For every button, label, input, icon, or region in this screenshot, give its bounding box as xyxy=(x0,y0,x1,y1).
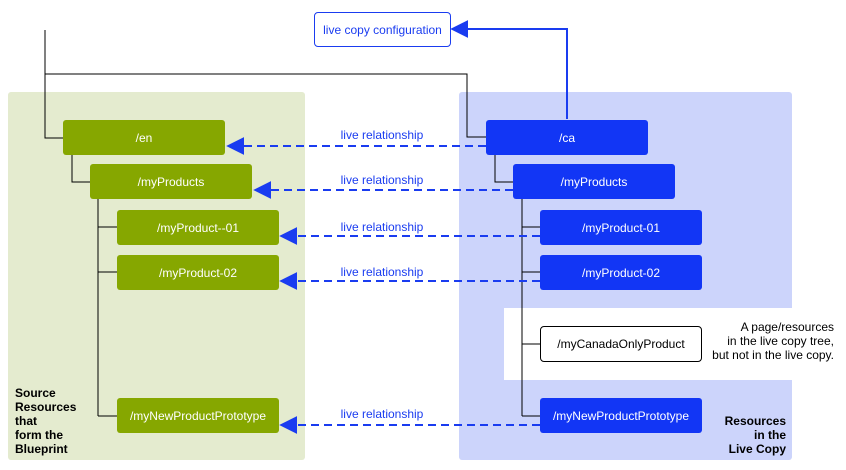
livecopy-node-ca: /ca xyxy=(486,120,648,155)
live-copy-label: Resources in the Live Copy xyxy=(706,414,786,456)
livecopy-node-prototype: /myNewProductPrototype xyxy=(540,398,702,433)
canada-note-line1: A page/resources xyxy=(740,320,834,334)
relationship-label-en: live relationship xyxy=(340,128,424,142)
livecopy-node-product02: /myProduct-02 xyxy=(540,255,702,290)
relationship-label-product02: live relationship xyxy=(340,265,424,279)
livecopy-node-products: /myProducts xyxy=(513,164,675,199)
livecopy-node-canada-only: /myCanadaOnlyProduct xyxy=(540,326,702,362)
blueprint-node-product01: /myProduct--01 xyxy=(117,210,279,245)
blueprint-node-en: /en xyxy=(63,120,225,155)
canada-only-note: A page/resources in the live copy tree, … xyxy=(700,320,834,362)
en-products-connector xyxy=(71,154,90,183)
live-copy-label-line2: in the xyxy=(754,428,786,442)
canada-note-line2: in the live copy tree, xyxy=(727,334,834,348)
blueprint-node-prototype: /myNewProductPrototype xyxy=(117,398,279,433)
blueprint-label-line1: Source xyxy=(15,386,56,400)
blueprint-node-product02: /myProduct-02 xyxy=(117,255,279,290)
canada-note-line3: but not in the live copy. xyxy=(712,348,834,362)
config-arrow xyxy=(450,20,568,119)
blueprint-node-products: /myProducts xyxy=(90,164,252,199)
live-copy-label-line1: Resources xyxy=(724,414,786,428)
ca-products-connector xyxy=(494,154,513,183)
root-to-ca-connector xyxy=(45,73,486,138)
livecopy-node-product01: /myProduct-01 xyxy=(540,210,702,245)
relationship-label-prototype: live relationship xyxy=(340,407,424,421)
blueprint-label: Source Resources that form the Blueprint xyxy=(15,386,76,456)
relationship-label-product01: live relationship xyxy=(340,220,424,234)
root-connector xyxy=(44,30,63,139)
live-copy-label-line3: Live Copy xyxy=(728,442,786,456)
blueprint-label-line5: Blueprint xyxy=(15,442,68,456)
blueprint-label-line3: that xyxy=(15,414,37,428)
live-copy-configuration-box: live copy configuration xyxy=(314,12,451,47)
blueprint-label-line4: form the xyxy=(15,428,63,442)
relationship-label-products: live relationship xyxy=(340,173,424,187)
blueprint-label-line2: Resources xyxy=(15,400,77,414)
